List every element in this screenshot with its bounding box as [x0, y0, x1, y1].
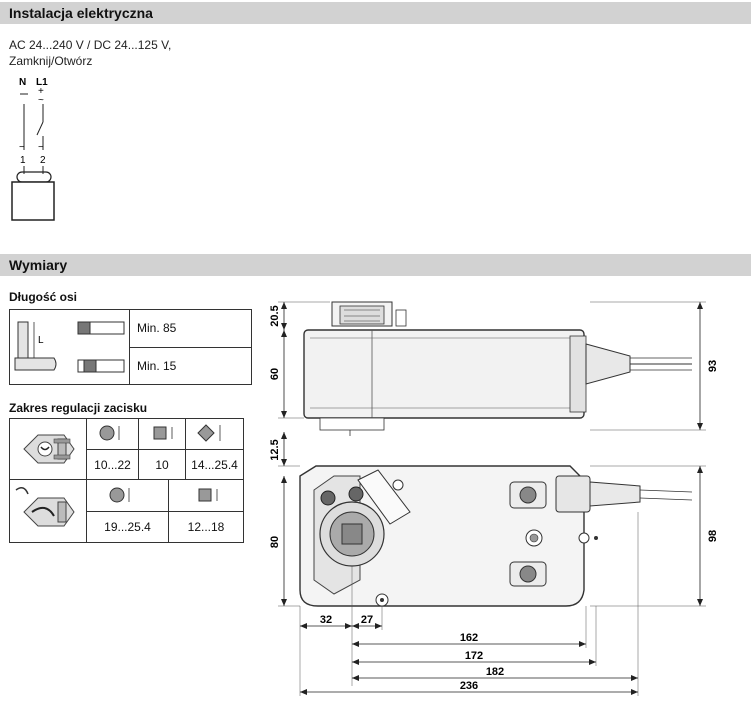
terminal-1-label: 1	[20, 155, 26, 166]
clamp-bottom-diagram-cell	[9, 479, 87, 543]
shaft-length-l-label: L	[38, 335, 44, 346]
actuator-dimension-drawing: 20.5 60 12.5 80 93 98 32 27 162 172 182 …	[269, 301, 719, 696]
supply-voltage-text: AC 24...240 V / DC 24...125 V,	[9, 38, 172, 52]
section-header-dimensions: Wymiary	[0, 254, 751, 276]
shaft-length-table: L Min. 85 Min. 15	[9, 309, 252, 385]
clamp-icon-cell	[185, 418, 244, 450]
clamp-bottom-diagram	[15, 487, 75, 527]
top-view	[299, 465, 693, 607]
dim-98: 98	[707, 530, 719, 542]
dim-80: 80	[269, 536, 281, 548]
round-shaft-icon	[99, 425, 120, 441]
tilde-label: ~	[38, 95, 44, 106]
wire-n-label: N	[19, 77, 26, 88]
clamp-range-value: 19...25.4	[86, 511, 169, 543]
terminal-2-mark: −	[38, 142, 44, 153]
dim-12-5: 12.5	[269, 439, 281, 460]
dim-32: 32	[320, 614, 332, 626]
clamp-range-value: 14...25.4	[185, 449, 244, 480]
clamp-top-diagram	[23, 434, 75, 464]
actuator-box	[11, 181, 55, 221]
clamp-icon-cell	[86, 479, 169, 512]
shaft-length-diagram-cell: L	[9, 309, 130, 385]
clamp-range-value: 12...18	[168, 511, 244, 543]
dim-93: 93	[707, 360, 719, 372]
clamp-icon-cell	[138, 418, 186, 450]
clamp-icon-cell	[168, 479, 244, 512]
dim-236: 236	[460, 680, 478, 692]
clamp-range-table: 10...22 10 14...25.4 19...25.4	[9, 418, 244, 543]
section-title: Instalacja elektryczna	[9, 5, 153, 21]
square-shaft-icon	[153, 426, 173, 440]
wire-l1-label: L1	[36, 77, 48, 88]
dimension-lines-right: 93 98	[590, 301, 719, 607]
shaft-length-value: Min. 15	[129, 346, 252, 385]
mode-text: Zamknij/Otwórz	[9, 54, 93, 68]
shaft-length-title: Długość osi	[9, 290, 78, 304]
section-header-electrical: Instalacja elektryczna	[0, 2, 751, 24]
terminal-1-mark: −	[19, 142, 25, 153]
dim-182: 182	[486, 666, 504, 678]
clamp-icon-cell	[86, 418, 139, 450]
section-title: Wymiary	[9, 257, 68, 273]
dim-60: 60	[269, 368, 281, 380]
square-shaft-icon	[198, 488, 218, 502]
clamp-range-value: 10...22	[86, 449, 139, 480]
clamp-top-diagram-cell	[9, 418, 87, 480]
terminal-2-label: 2	[40, 155, 46, 166]
shaft-length-diagram: L	[14, 321, 125, 373]
side-view	[303, 301, 692, 436]
round-shaft-icon	[109, 487, 130, 503]
dim-162: 162	[460, 632, 478, 644]
diamond-shaft-icon	[197, 424, 221, 442]
dim-20-5: 20.5	[269, 305, 281, 326]
dim-172: 172	[465, 650, 483, 662]
wiring-diagram: N L1 + ~ − − 1 2	[11, 77, 55, 221]
dim-27: 27	[361, 614, 373, 626]
dimension-lines-left: 20.5 60 12.5 80	[269, 301, 330, 607]
shaft-length-value: Min. 85	[129, 309, 252, 348]
plus-label: +	[38, 86, 44, 97]
clamp-range-title: Zakres regulacji zacisku	[9, 401, 148, 415]
dimension-lines-bottom: 32 27 162 172 182 236	[299, 512, 639, 696]
clamp-range-value: 10	[138, 449, 186, 480]
